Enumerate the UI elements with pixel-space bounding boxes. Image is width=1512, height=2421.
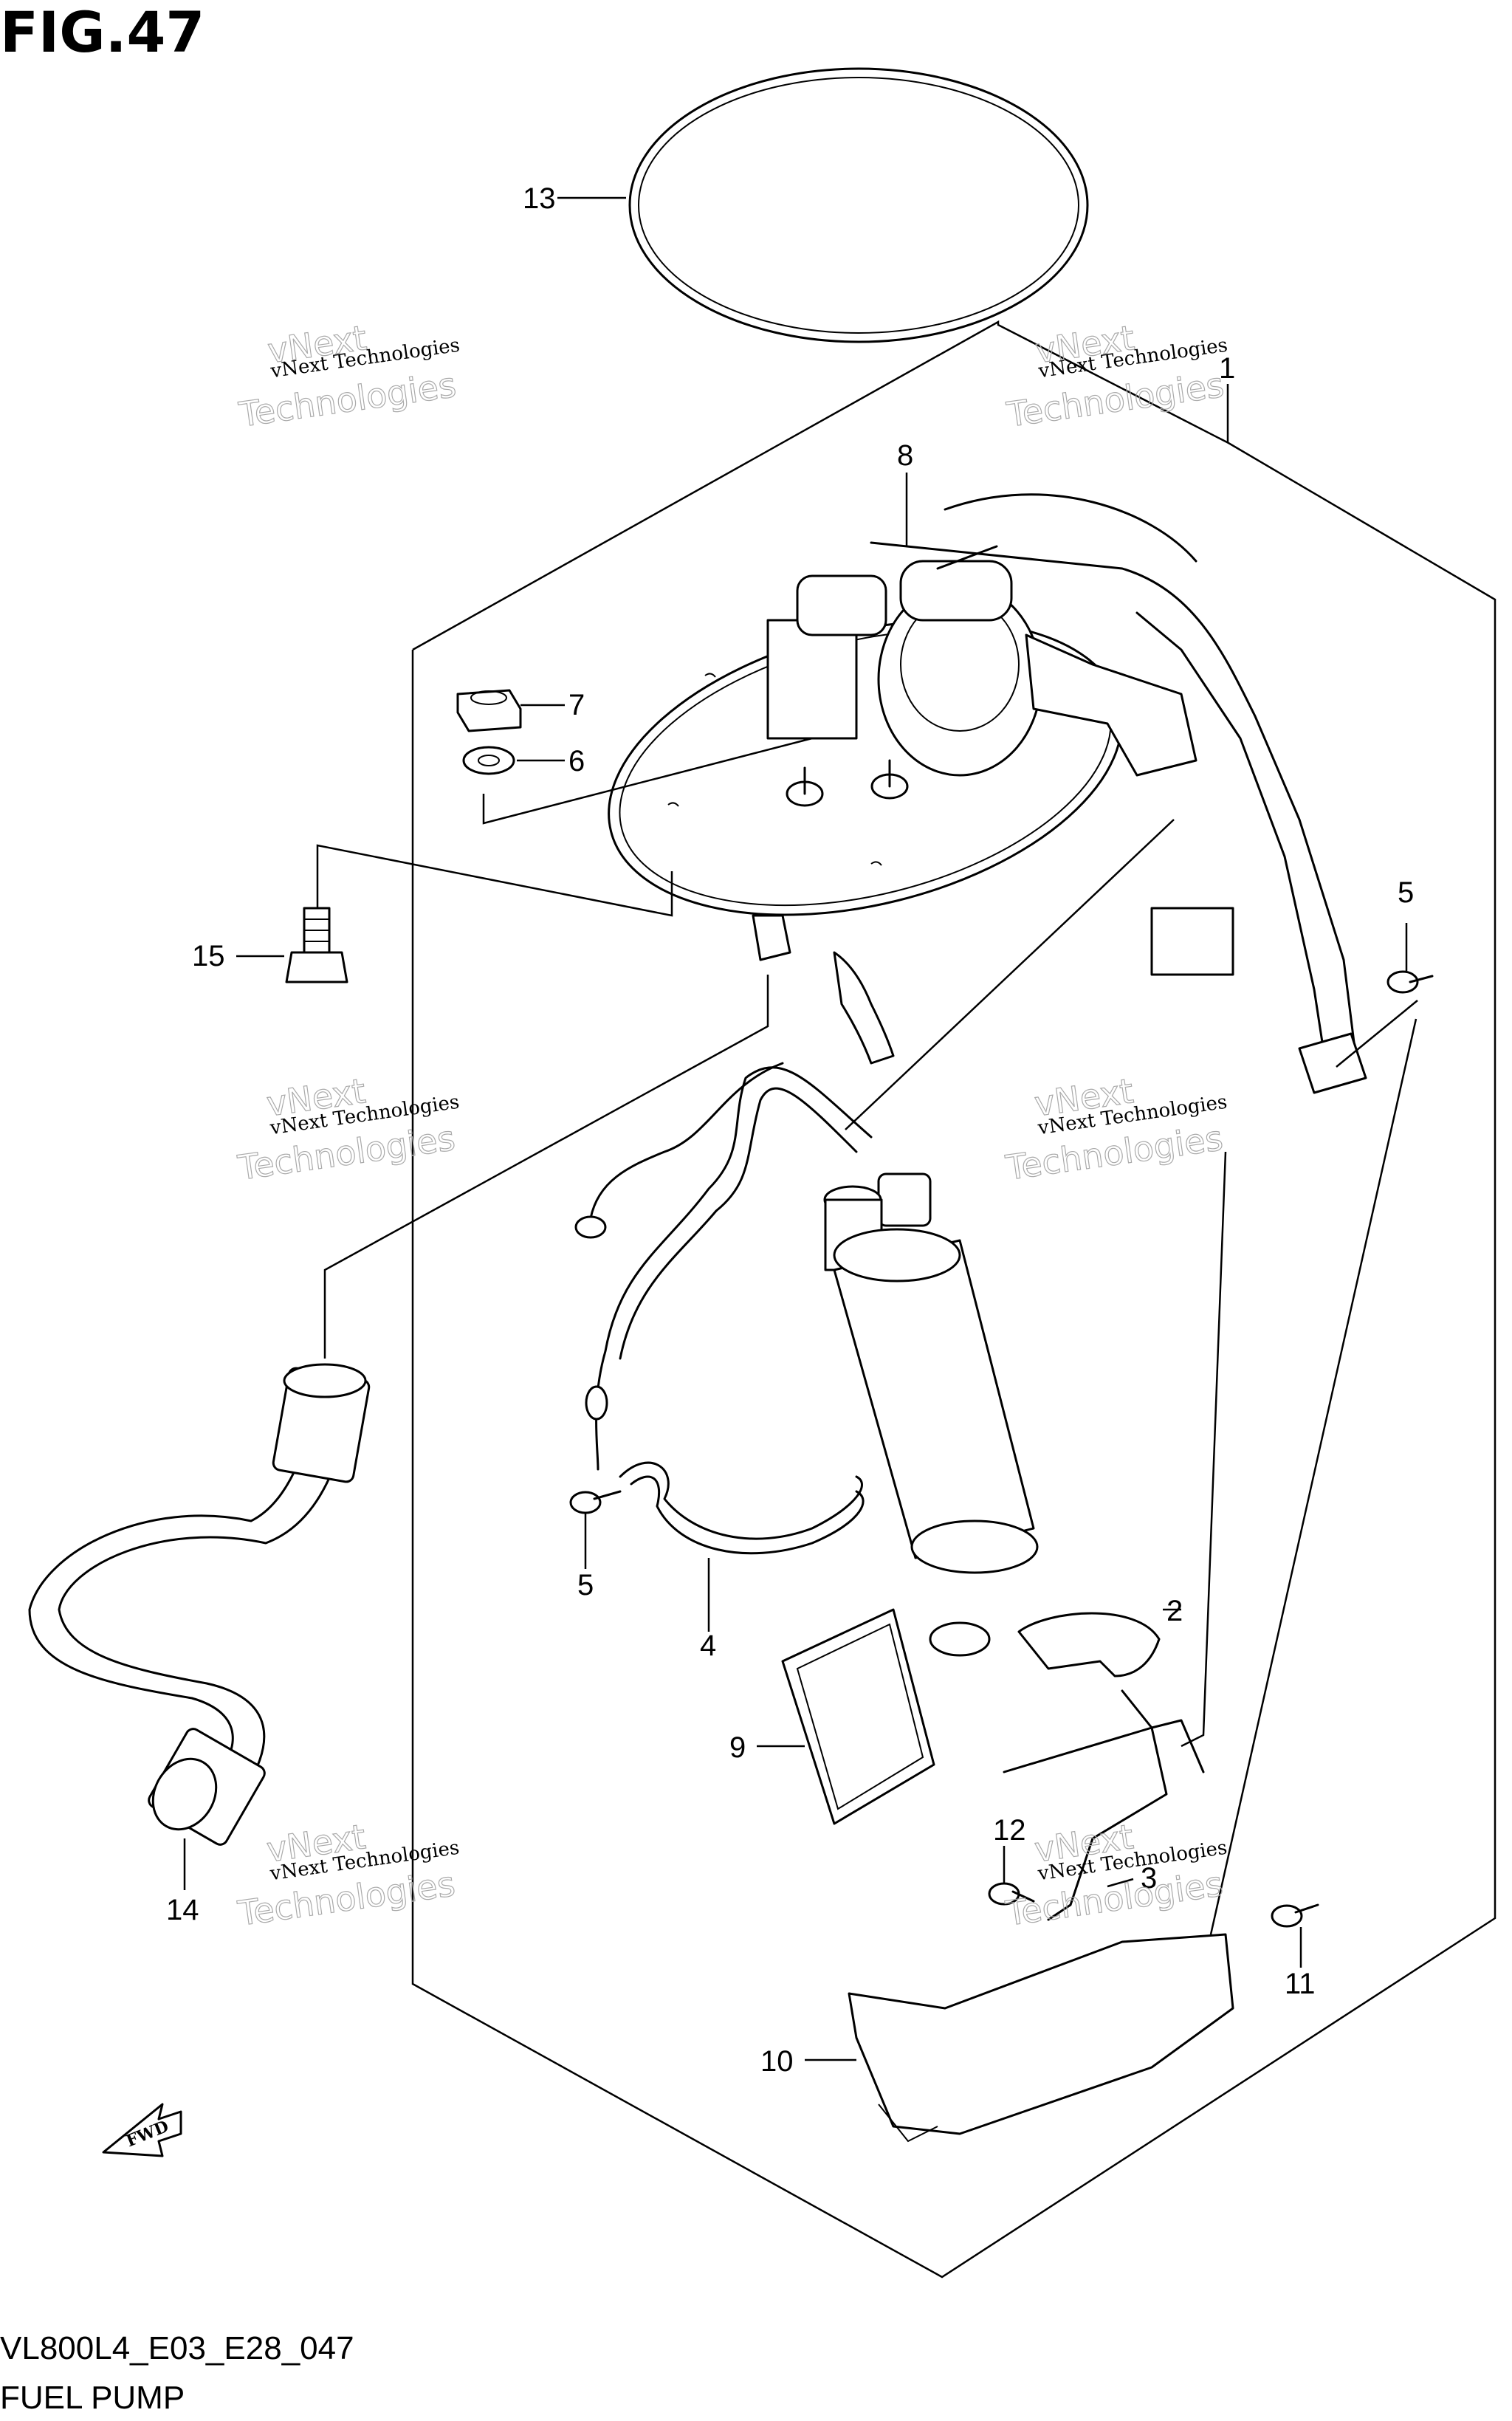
watermark-1: vNext Technologies vNext Technologies (236, 317, 461, 436)
watermark-big-bottom: Technologies (236, 365, 458, 435)
figure-name: FUEL PUMP (0, 2380, 185, 2416)
assembly-outline (411, 320, 1496, 2279)
watermark-4: vNext Technologies vNext Technologies (1003, 1071, 1228, 1189)
part-10-lower-bracket (848, 1933, 1234, 2143)
callout-7: 7 (568, 689, 585, 721)
figure-code: VL800L4_E03_E28_047 (0, 2330, 354, 2366)
watermark-2: vNext Technologies vNext Technologies (1003, 317, 1228, 436)
fuel-pump-body (823, 1185, 1039, 1574)
watermark-3: vNext Technologies vNext Technologies (235, 1071, 461, 1189)
callout-12: 12 (993, 1814, 1026, 1847)
figure-title: FIG.47 (0, 0, 205, 65)
part-13-o-ring (628, 67, 1089, 343)
callout-5-right: 5 (1398, 876, 1414, 909)
part-2-cushion (1017, 1612, 1161, 1677)
watermark-6: vNext Technologies vNext Technologies (1003, 1816, 1228, 1934)
callout-4: 4 (700, 1630, 716, 1662)
callout-2: 2 (1166, 1595, 1183, 1627)
part-11-screw (1271, 1903, 1319, 1928)
fwd-arrow-icon: FWD (102, 2103, 182, 2157)
part-7-nut (456, 689, 522, 732)
part-5-bolt-right (1386, 970, 1434, 994)
watermark-5: vNext Technologies vNext Technologies (235, 1816, 461, 1934)
callouts: 13 1 8 7 6 15 5 5 4 2 9 3 12 11 10 14 (166, 182, 1414, 2078)
callout-3: 3 (1141, 1862, 1157, 1895)
callout-10: 10 (760, 2045, 794, 2078)
part-5-bolt-left (569, 1490, 622, 1514)
part-4-clamp (619, 1461, 865, 1555)
callout-13: 13 (523, 182, 556, 215)
part-15-bolt (285, 907, 348, 983)
callout-5-left: 5 (577, 1569, 594, 1601)
callout-14: 14 (166, 1894, 199, 1926)
part-9-filter (781, 1608, 991, 1825)
callout-6: 6 (568, 745, 585, 777)
callout-1: 1 (1219, 352, 1235, 385)
callout-11: 11 (1285, 1968, 1316, 2000)
part-12-screw (988, 1882, 1035, 1906)
part-6-washer (462, 746, 515, 775)
part-3-bracket (1003, 1689, 1205, 1921)
leader-lines (183, 196, 1418, 2061)
callout-15: 15 (192, 940, 225, 972)
callout-9: 9 (729, 1731, 746, 1764)
part-8-pump-bracket-assembly (608, 493, 1367, 1094)
wire-harness (574, 1062, 932, 1471)
callout-8: 8 (897, 439, 913, 472)
part-14-hose (28, 1363, 371, 1846)
